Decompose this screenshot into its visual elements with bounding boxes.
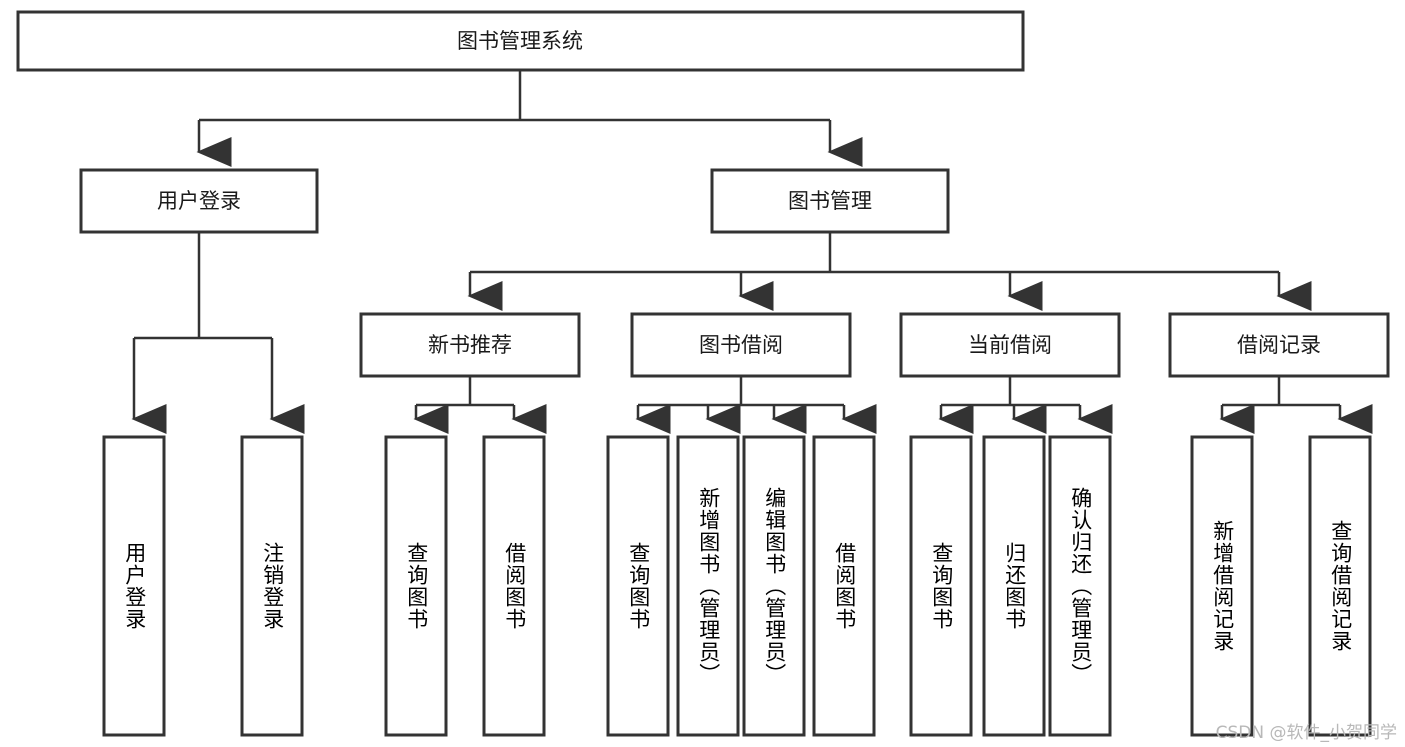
node-leaf-confirm-return-label: 确认归还（管理员） <box>1068 487 1093 685</box>
node-leaf-edit-book-box[interactable] <box>742 435 806 737</box>
node-new-book-rec-label: 新书推荐 <box>428 333 512 357</box>
node-leaf-return-book-box[interactable] <box>982 435 1046 737</box>
node-leaf-add-book-label: 新增图书（管理员） <box>696 487 721 685</box>
node-new-book-rec[interactable]: 新书推荐 <box>359 312 581 378</box>
node-root-label: 图书管理系统 <box>457 29 583 53</box>
node-leaf-query-book-1-label: 查询图书 <box>404 542 429 630</box>
node-current-borrow[interactable]: 当前借阅 <box>899 312 1121 378</box>
node-borrow-record[interactable]: 借阅记录 <box>1168 312 1390 378</box>
node-leaf-query-book-2[interactable]: 查询图书 <box>606 435 670 737</box>
node-leaf-add-record-box[interactable] <box>1190 435 1254 737</box>
node-leaf-edit-book-label: 编辑图书（管理员） <box>762 487 787 685</box>
node-leaf-query-book-2-label: 查询图书 <box>626 542 651 630</box>
node-leaf-add-book-box[interactable] <box>676 435 740 737</box>
node-root[interactable]: 图书管理系统 <box>16 10 1025 72</box>
node-leaf-query-book-1-box[interactable] <box>384 435 448 737</box>
node-borrow-record-box[interactable] <box>1168 312 1390 378</box>
node-user-login-box[interactable] <box>79 168 319 234</box>
node-root-box[interactable] <box>16 10 1025 72</box>
node-leaf-user-login-box[interactable] <box>102 435 166 737</box>
node-leaf-borrow-book-2-box[interactable] <box>812 435 876 737</box>
node-leaf-user-login-label: 用户登录 <box>122 542 147 630</box>
node-leaf-query-record-label: 查询借阅记录 <box>1328 520 1353 652</box>
node-borrow-record-label: 借阅记录 <box>1237 333 1321 357</box>
node-leaf-add-record-label: 新增借阅记录 <box>1210 520 1235 652</box>
node-book-borrow-label: 图书借阅 <box>699 333 783 357</box>
node-book-manage[interactable]: 图书管理 <box>710 168 950 234</box>
node-leaf-logout-box[interactable] <box>240 435 304 737</box>
node-book-borrow[interactable]: 图书借阅 <box>630 312 852 378</box>
node-leaf-borrow-book-2[interactable]: 借阅图书 <box>812 435 876 737</box>
node-leaf-edit-book[interactable]: 编辑图书（管理员） <box>742 435 806 737</box>
node-leaf-query-record[interactable]: 查询借阅记录 <box>1308 435 1372 737</box>
node-leaf-query-book-3-box[interactable] <box>909 435 973 737</box>
node-leaf-query-book-3-label: 查询图书 <box>929 542 954 630</box>
node-leaf-borrow-book-1-box[interactable] <box>482 435 546 737</box>
node-current-borrow-box[interactable] <box>899 312 1121 378</box>
node-leaf-logout-label: 注销登录 <box>260 542 285 630</box>
node-leaf-query-book-1[interactable]: 查询图书 <box>384 435 448 737</box>
node-book-manage-label: 图书管理 <box>788 189 872 213</box>
node-leaf-borrow-book-1-label: 借阅图书 <box>502 542 527 630</box>
node-user-login[interactable]: 用户登录 <box>79 168 319 234</box>
leaf-nodes-layer: 用户登录 注销登录 查询图书 借阅图书 <box>102 435 1372 737</box>
node-book-manage-box[interactable] <box>710 168 950 234</box>
node-leaf-query-book-2-box[interactable] <box>606 435 670 737</box>
node-leaf-add-record[interactable]: 新增借阅记录 <box>1190 435 1254 737</box>
node-leaf-user-login[interactable]: 用户登录 <box>102 435 166 737</box>
node-current-borrow-label: 当前借阅 <box>968 333 1052 357</box>
node-leaf-confirm-return[interactable]: 确认归还（管理员） <box>1048 435 1112 737</box>
node-leaf-borrow-book-1[interactable]: 借阅图书 <box>482 435 546 737</box>
node-leaf-logout[interactable]: 注销登录 <box>240 435 304 737</box>
node-leaf-confirm-return-box[interactable] <box>1048 435 1112 737</box>
node-leaf-return-book[interactable]: 归还图书 <box>982 435 1046 737</box>
node-leaf-add-book[interactable]: 新增图书（管理员） <box>676 435 740 737</box>
node-new-book-rec-box[interactable] <box>359 312 581 378</box>
node-leaf-query-record-box[interactable] <box>1308 435 1372 737</box>
node-book-borrow-box[interactable] <box>630 312 852 378</box>
node-user-login-label: 用户登录 <box>157 189 241 213</box>
node-leaf-borrow-book-2-label: 借阅图书 <box>832 542 857 630</box>
connector-layer <box>131 70 1373 434</box>
node-leaf-return-book-label: 归还图书 <box>1002 542 1027 630</box>
node-leaf-query-book-3[interactable]: 查询图书 <box>909 435 973 737</box>
